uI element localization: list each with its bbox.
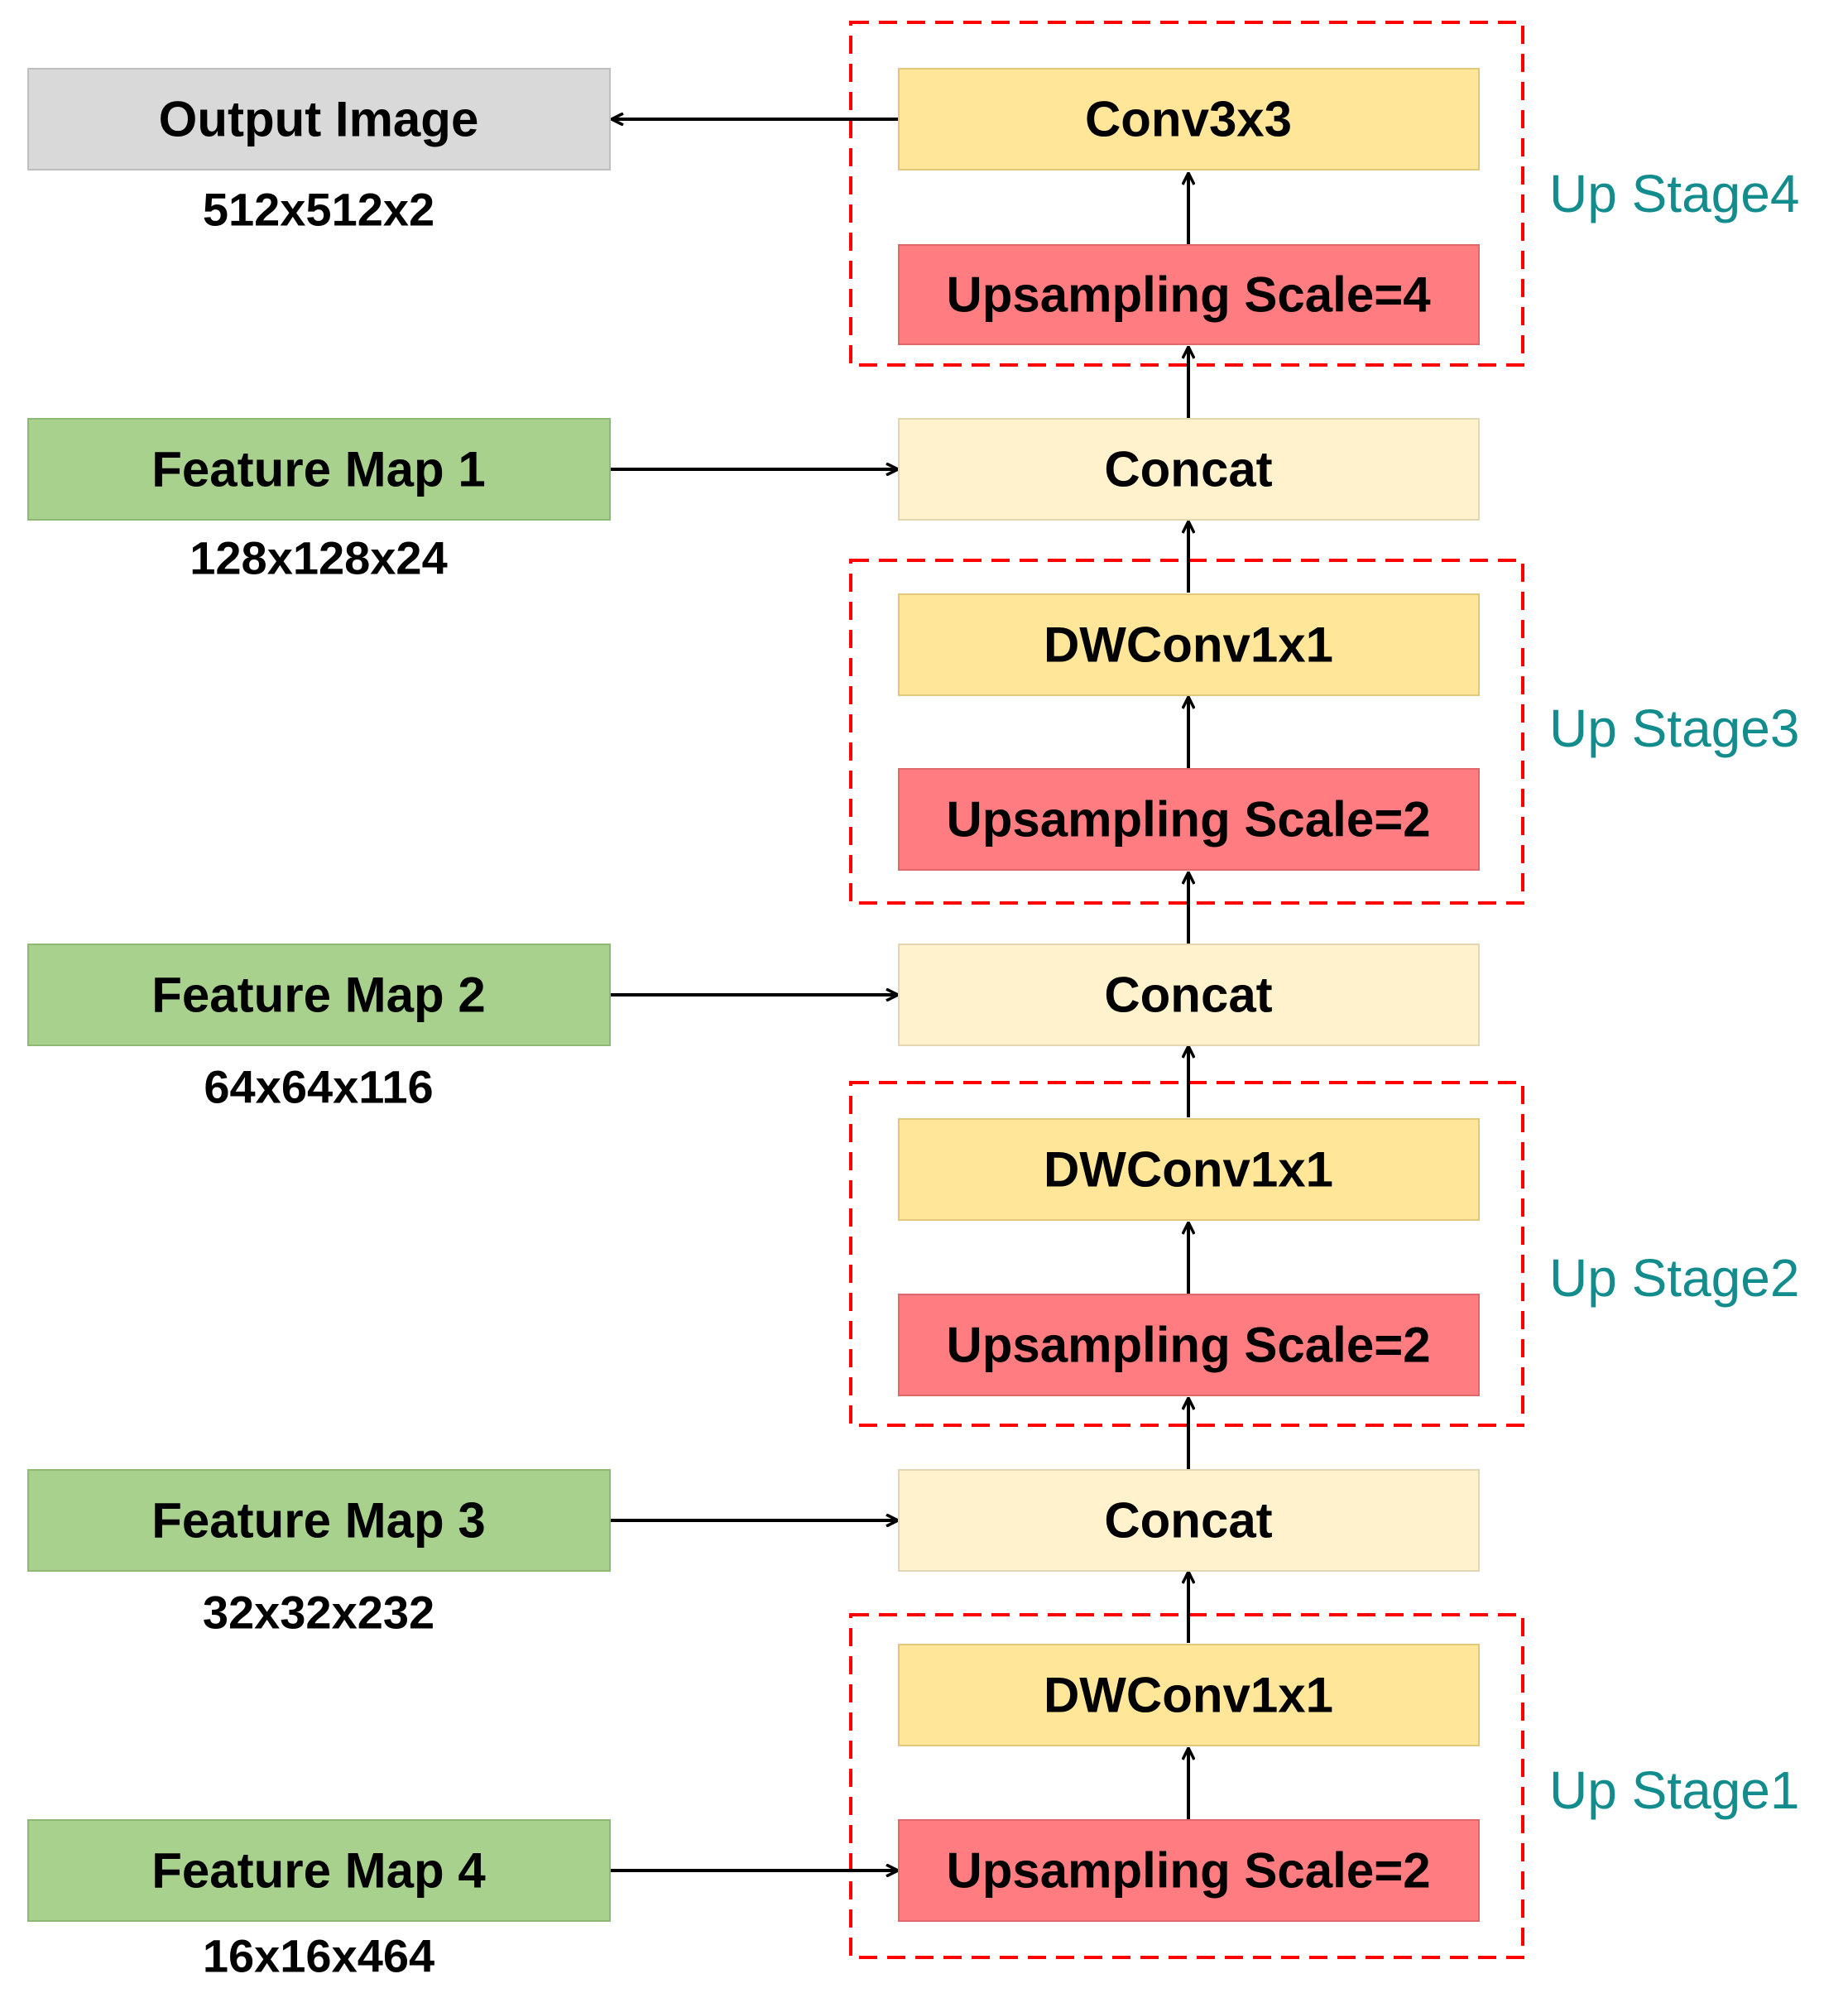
concat-1-label: Concat xyxy=(1104,442,1272,497)
dwconv-2-box xyxy=(898,1118,1480,1221)
feature-map-4-box xyxy=(27,1819,611,1922)
feature-map-2-label: Feature Map 2 xyxy=(151,968,485,1023)
upsampling-1-box xyxy=(898,1819,1480,1922)
feature-map-2-box xyxy=(27,944,611,1046)
up-stage-2: DWConv1x1 Upsampling Scale=2 Up Stage2 xyxy=(898,1118,1799,1396)
upsampling-3-label: Upsampling Scale=2 xyxy=(946,792,1430,848)
feature-map-3-label: Feature Map 3 xyxy=(151,1493,485,1549)
upsampling-scale4-label: Upsampling Scale=4 xyxy=(946,267,1431,323)
up-stage-1-frame xyxy=(849,1613,1524,1959)
dwconv-3-box xyxy=(898,593,1480,696)
concat-2-label: Concat xyxy=(1104,968,1272,1023)
feature-map-3-box xyxy=(27,1469,611,1572)
feature-map-1-dims: 128x128x24 xyxy=(190,532,447,584)
feature-map-4-node: Feature Map 4 16x16x464 xyxy=(27,1819,611,1982)
output-image-box xyxy=(27,68,611,170)
up-stage-2-title: Up Stage2 xyxy=(1549,1248,1799,1308)
dwconv-1-box xyxy=(898,1644,1480,1746)
up-stage-3-title: Up Stage3 xyxy=(1549,699,1799,758)
up-stage-1: DWConv1x1 Upsampling Scale=2 Up Stage1 xyxy=(898,1644,1799,1922)
conv3x3-box xyxy=(898,68,1480,170)
feature-map-2-dims: 64x64x116 xyxy=(204,1061,433,1113)
dwconv-3-label: DWConv1x1 xyxy=(1044,617,1333,673)
feature-map-1-node: Feature Map 1 128x128x24 xyxy=(27,418,611,584)
upsampling-2-label: Upsampling Scale=2 xyxy=(946,1318,1430,1373)
feature-map-3-dims: 32x32x232 xyxy=(203,1587,434,1639)
upsampling-2-box xyxy=(898,1294,1480,1396)
concat-3-label: Concat xyxy=(1104,1493,1272,1549)
output-image-label: Output Image xyxy=(159,92,479,147)
concat-2-box xyxy=(898,944,1480,1046)
feature-map-4-dims: 16x16x464 xyxy=(203,1930,434,1982)
upsampling-1-label: Upsampling Scale=2 xyxy=(946,1843,1430,1899)
upsampling-3-box xyxy=(898,768,1480,871)
output-image-dims: 512x512x2 xyxy=(203,184,434,236)
up-stage-1-title: Up Stage1 xyxy=(1549,1760,1799,1820)
upsampling-scale4-box xyxy=(898,244,1480,345)
feature-map-1-box xyxy=(27,418,611,521)
feature-map-1-label: Feature Map 1 xyxy=(151,442,485,497)
up-stage-3: DWConv1x1 Upsampling Scale=2 Up Stage3 xyxy=(898,593,1799,871)
concat-3-box xyxy=(898,1469,1480,1572)
output-image-node: Output Image 512x512x2 xyxy=(27,68,611,236)
conv3x3-label: Conv3x3 xyxy=(1085,92,1292,147)
concat-1-box xyxy=(898,418,1480,521)
up-stage-4-title: Up Stage4 xyxy=(1549,164,1799,223)
feature-map-2-node: Feature Map 2 64x64x116 xyxy=(27,944,611,1113)
up-stage-4: Conv3x3 Upsampling Scale=4 Up Stage4 xyxy=(898,68,1799,345)
feature-map-3-node: Feature Map 3 32x32x232 xyxy=(27,1469,611,1639)
dwconv-1-label: DWConv1x1 xyxy=(1044,1668,1333,1723)
feature-map-4-label: Feature Map 4 xyxy=(151,1843,486,1899)
dwconv-2-label: DWConv1x1 xyxy=(1044,1142,1333,1198)
